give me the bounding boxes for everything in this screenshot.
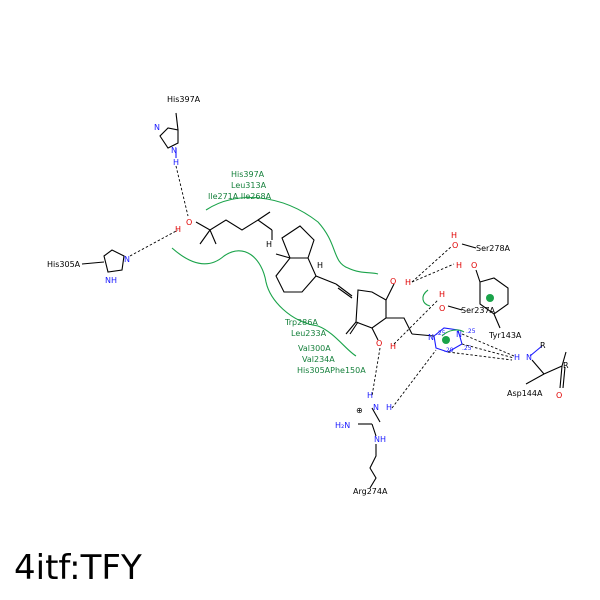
his305-n: N <box>124 255 130 264</box>
tyr143-h: H <box>456 261 462 270</box>
asp144-r1: R <box>540 341 546 350</box>
ser237-o: O <box>439 304 445 313</box>
complex-title: 4itf:TFY <box>14 548 142 588</box>
charge-b: .25 <box>466 328 476 335</box>
arg274-h2n: H₂N <box>335 421 350 430</box>
his397-label: His397A <box>167 95 201 104</box>
charge-d: .25 <box>462 345 472 352</box>
asp144-backbone <box>525 345 567 389</box>
hydrophobic-bot-3: Val300A <box>298 344 331 353</box>
tyr143-label: Tyr143A <box>488 331 522 340</box>
side-chain-o: O <box>186 218 192 227</box>
cd-ring-h2: H <box>317 261 323 270</box>
asp144-n: N <box>526 353 532 362</box>
hydrophobic-bot-4: Val234A <box>302 355 335 364</box>
ser278-bond <box>461 243 477 249</box>
ser278-h: H <box>451 231 457 240</box>
ser237-label: Ser237A <box>461 306 496 315</box>
hydrophobic-bot-5: His305APhe150A <box>297 366 366 375</box>
his397-h: H <box>173 158 179 167</box>
arg274-n1: N <box>373 403 379 412</box>
arg274-label: Arg274A <box>353 487 388 496</box>
tyr143-ring <box>475 269 509 329</box>
hydrophobic-bot-1: Trp286A <box>284 318 318 327</box>
asp144-h: H <box>514 353 520 362</box>
asp144-r2: R <box>563 361 569 370</box>
cd-ring-h1: H <box>266 240 272 249</box>
side-chain-h: H <box>175 225 181 234</box>
arg274-side-chain <box>358 407 381 489</box>
ser278-o: O <box>452 241 458 250</box>
ligand-side-chain <box>195 211 273 245</box>
arg274-h2: H <box>386 403 392 412</box>
arg274-h1: H <box>367 391 373 400</box>
ligand-cd-rings <box>275 225 353 299</box>
charge-a: .25 <box>436 330 446 337</box>
a-ring-o2: O <box>376 339 382 348</box>
hydrophobic-top-2: Leu313A <box>231 181 267 190</box>
asp144-label: Asp144A <box>507 389 543 398</box>
ser237-h: H <box>439 290 445 299</box>
his397-n1: N <box>154 123 160 132</box>
hydrogen-bonds <box>129 165 515 409</box>
his397-n2: N <box>171 146 177 155</box>
a-ring-o1: O <box>390 277 396 286</box>
arg274-nh: NH <box>374 435 386 444</box>
his305-nh: NH <box>105 276 117 285</box>
hydrophobic-top-1: His397A <box>231 170 265 179</box>
ligand-a-ring <box>345 283 413 341</box>
charge-c: .29 <box>444 347 454 354</box>
tyr143-ring-center <box>486 294 494 302</box>
hydrophobic-arcs <box>171 196 465 357</box>
hydrophobic-top-3: Ile271A Ile268A <box>208 192 272 201</box>
his305-ring <box>81 249 125 273</box>
central-ring-center <box>442 336 450 344</box>
ser237-bond <box>447 305 463 311</box>
his397-ring <box>159 112 179 158</box>
asp144-o: O <box>556 391 562 400</box>
his305-label: His305A <box>47 260 81 269</box>
a-ring-h1: H <box>405 278 411 287</box>
a-ring-h2: H <box>390 342 396 351</box>
ser278-label: Ser278A <box>476 244 511 253</box>
central-n1: N <box>428 333 434 342</box>
tyr143-o: O <box>471 261 477 270</box>
hydrophobic-bot-2: Leu233A <box>291 329 327 338</box>
arg274-charge: ⊕ <box>356 406 363 415</box>
central-n2: N <box>456 330 462 339</box>
